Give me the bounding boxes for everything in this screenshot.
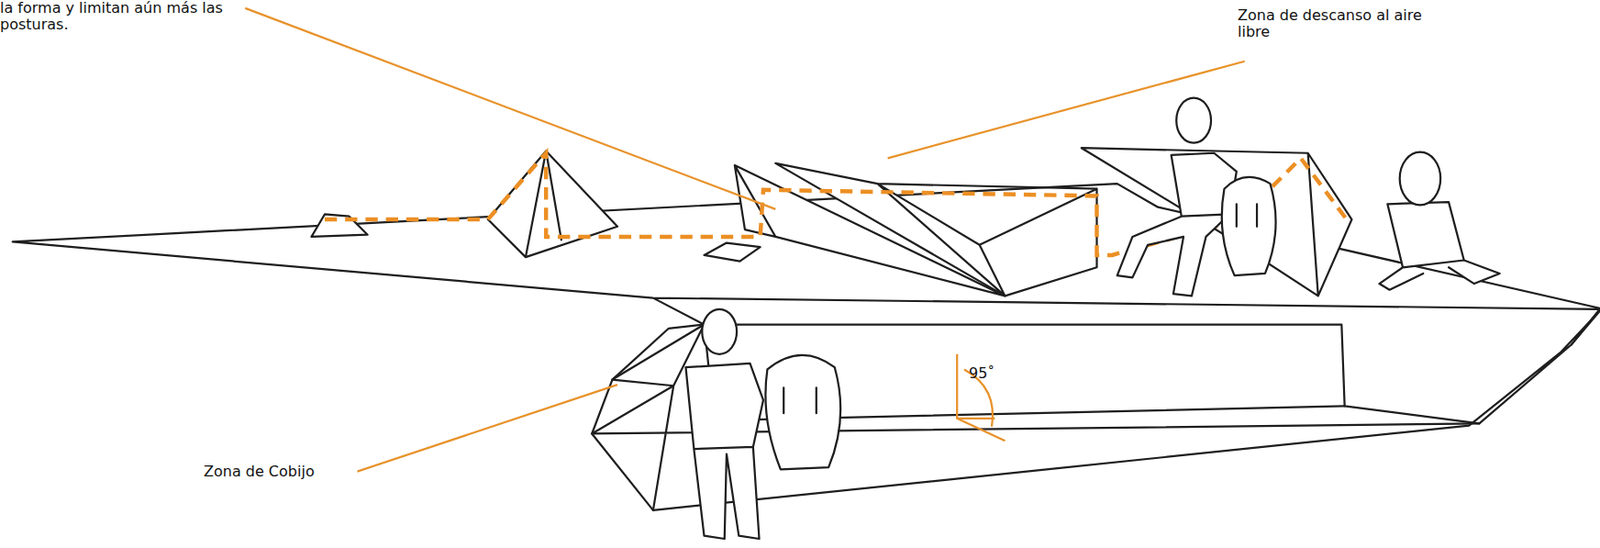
right-prism: [1081, 147, 1353, 296]
pyramid: [488, 151, 618, 258]
leader-lines: [244, 8, 1245, 472]
backpack: [765, 355, 841, 470]
leader-line: [357, 384, 618, 471]
long-wedge: [775, 163, 1097, 297]
people: [685, 98, 1500, 539]
seated-person: [1117, 153, 1237, 297]
person-head: [701, 309, 737, 355]
flat-triangle: [311, 213, 367, 236]
person-head: [1400, 152, 1441, 206]
backpack: [1222, 177, 1277, 276]
seated-person: [685, 363, 763, 539]
angle-dimension: 95˚: [968, 365, 1024, 382]
sculpted-forms: [311, 147, 1352, 296]
zone-label: Zona de Cobijo: [203, 463, 388, 480]
person-head: [1176, 98, 1212, 144]
back-view-person: [1378, 201, 1500, 290]
leader-line: [244, 8, 776, 210]
zone-label: Zona de descanso al aire libre: [1237, 7, 1451, 41]
note-text: la forma y limitan aún más las posturas.: [0, 0, 230, 34]
flat-tile: [703, 243, 760, 262]
leader-line: [888, 61, 1245, 159]
